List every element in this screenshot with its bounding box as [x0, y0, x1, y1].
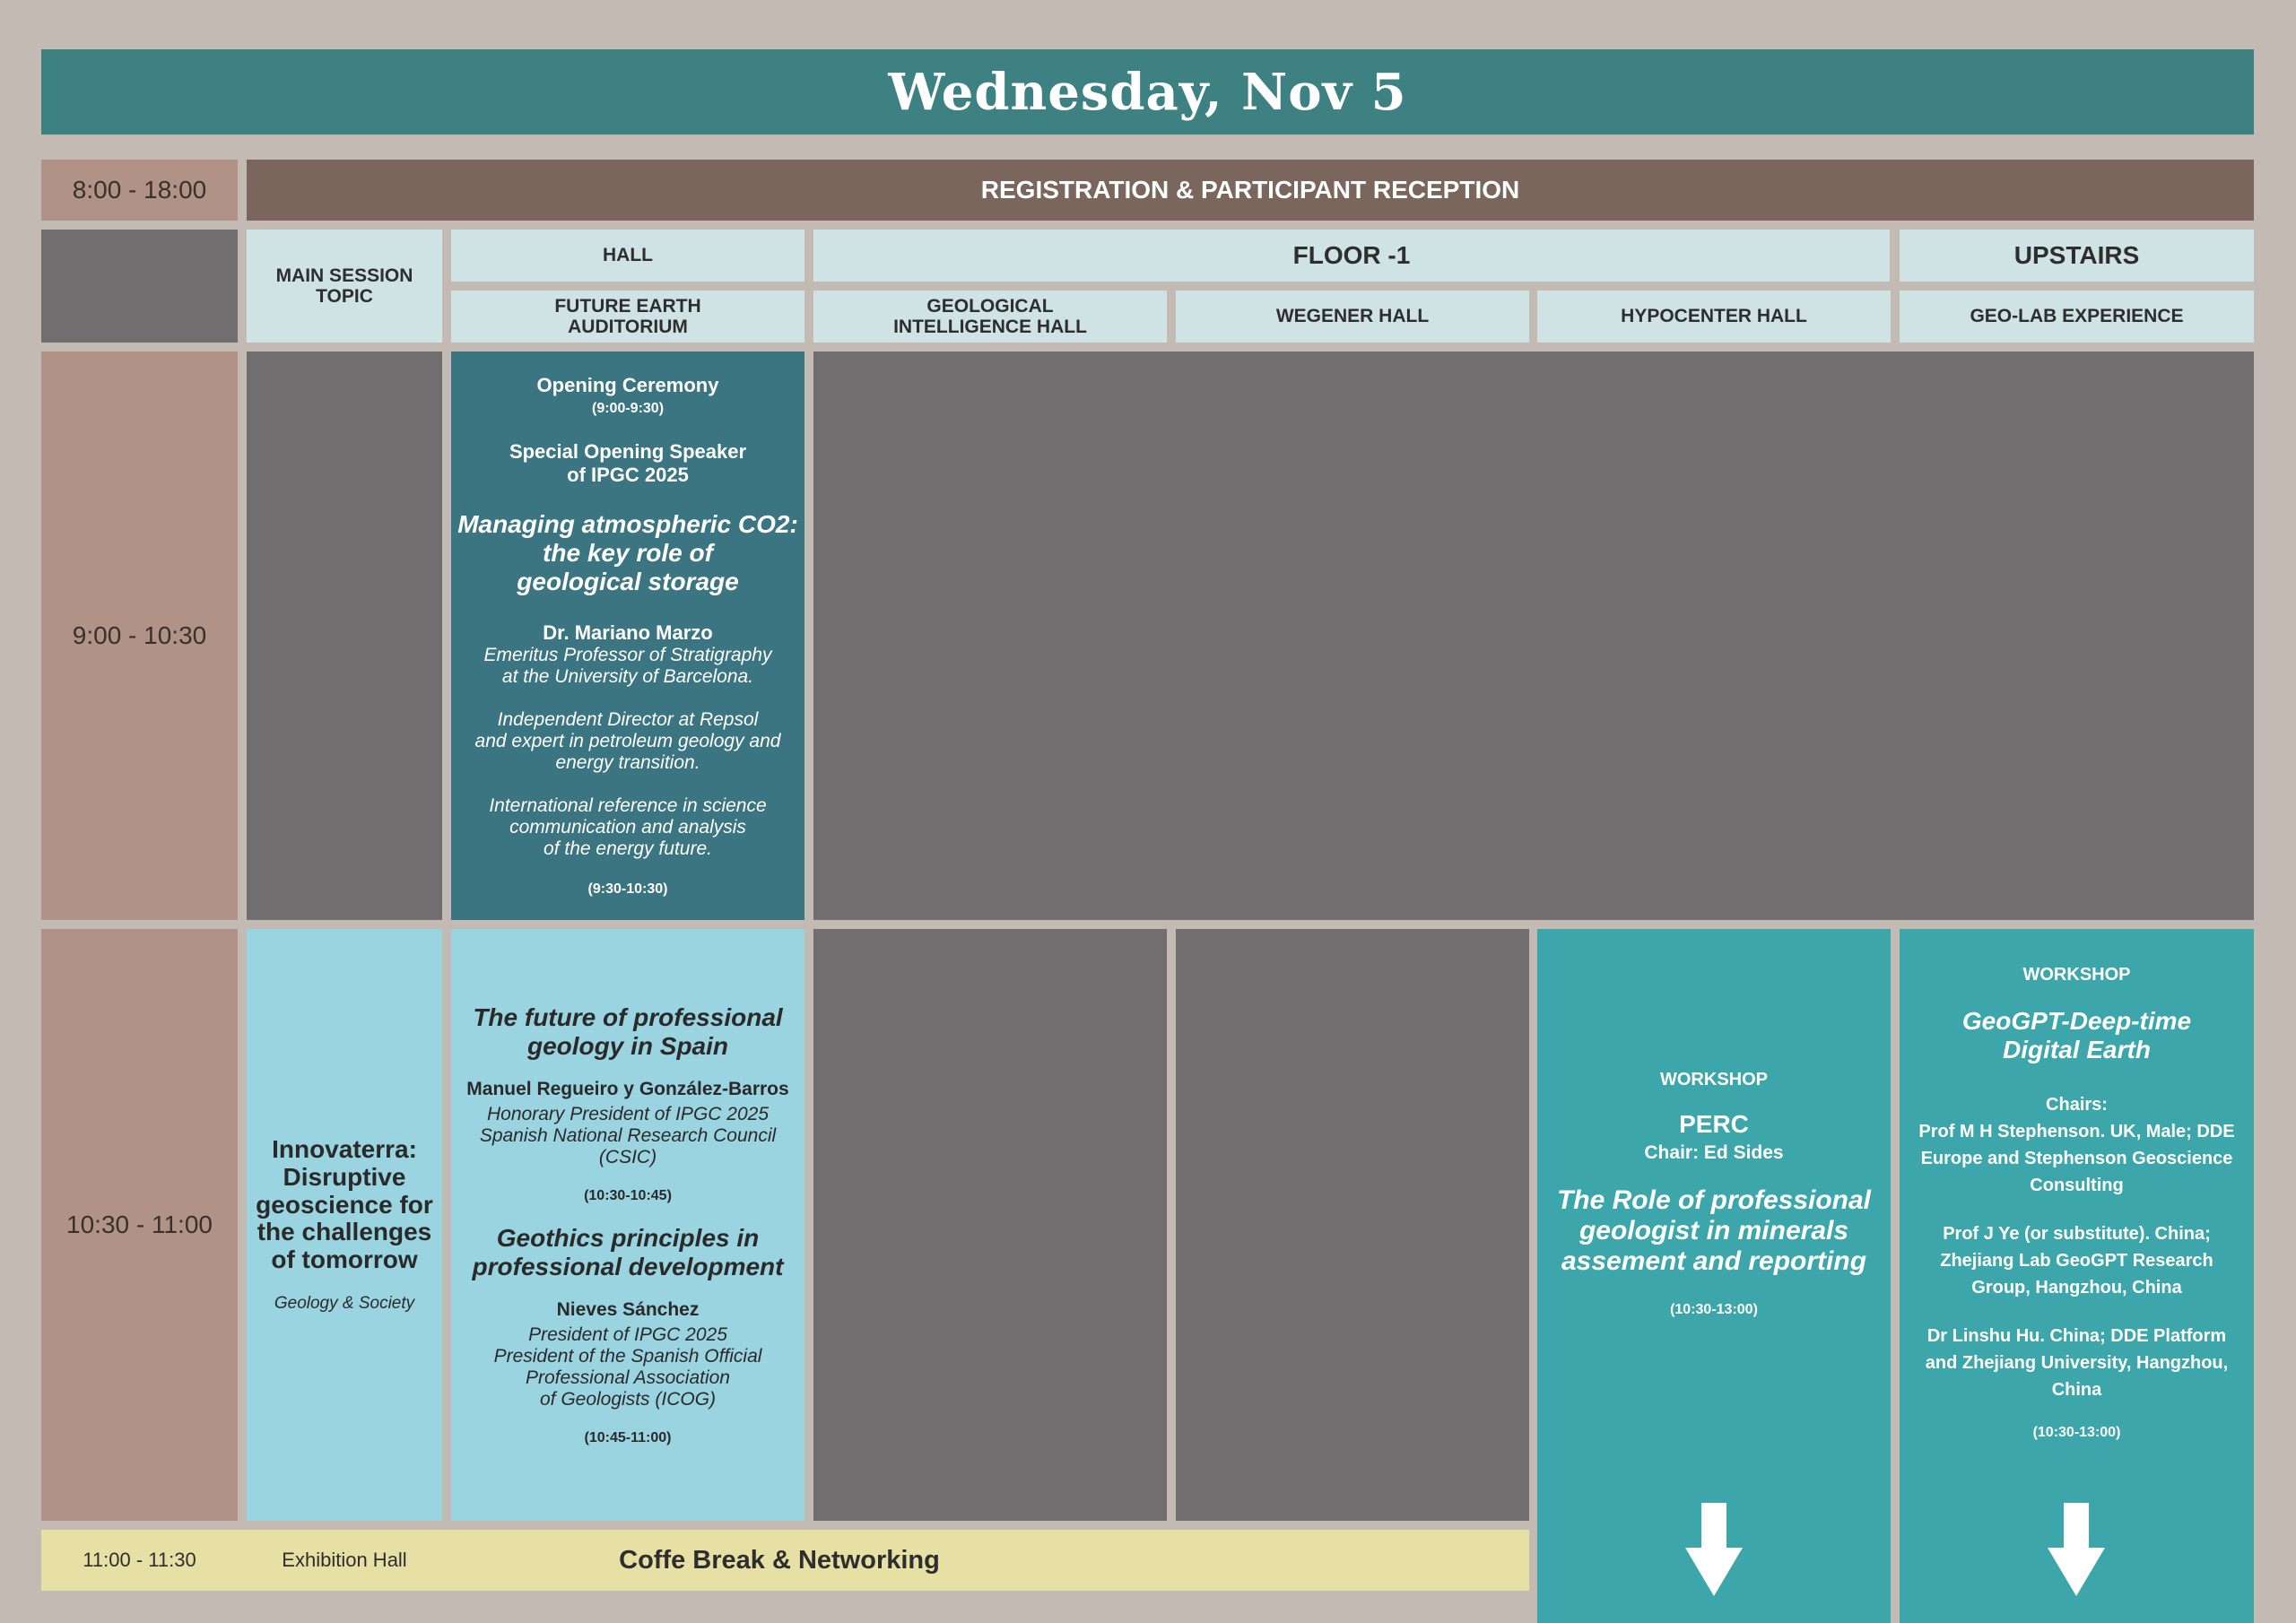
geogpt-chair2-line2: Zhejiang Lab GeoGPT Research	[1940, 1250, 2213, 1271]
topic-line1: Innovaterra:	[272, 1135, 417, 1163]
opening-time: (9:00-9:30)	[591, 401, 665, 416]
continues-arrow-icon	[2048, 1503, 2105, 1596]
keynote-bio-line3: Independent Director at Repsol	[497, 709, 759, 730]
main-session-topic-card: Innovaterra: Disruptive geoscience for t…	[247, 929, 442, 1521]
keynote-bio-line4: and expert in petroleum geology and	[474, 731, 781, 751]
perc-chair: Chair: Ed Sides	[1644, 1141, 1784, 1163]
day-title-bar: Wednesday, Nov 5	[41, 49, 2254, 135]
wegener-empty	[1176, 929, 1529, 1521]
slot1-main-session-empty	[247, 352, 442, 920]
topic-line4: the challenges	[257, 1218, 432, 1246]
keynote-bio-line5: energy transition.	[555, 752, 700, 773]
break-place: Exhibition Hall	[282, 1549, 407, 1571]
perc-label: WORKSHOP	[1660, 1069, 1768, 1089]
keynote-bio-line6: International reference in science	[489, 795, 767, 816]
hall-header: HALL	[451, 230, 804, 282]
topic-subtitle: Geology & Society	[274, 1293, 415, 1313]
geogpt-chair2-line3: Group, Hangzhou, China	[1971, 1277, 2182, 1298]
geogpt-chair1-line2: Europe and Stephenson Geoscience	[1920, 1148, 2233, 1168]
geogpt-chair3-line1: Dr Linshu Hu. China; DDE Platform	[1926, 1325, 2227, 1346]
room-header-hypocenter: HYPOCENTER HALL	[1537, 291, 1891, 343]
talk2-bio-line2: President of the Spanish Official	[493, 1346, 762, 1367]
talk2-bio-line4: of Geologists (ICOG)	[539, 1389, 717, 1410]
talk2-title-line2: professional development	[472, 1253, 784, 1280]
keynote-bio-line1: Emeritus Professor of Stratigraphy	[483, 645, 772, 665]
hall-talks-card: The future of professional geology in Sp…	[451, 929, 804, 1521]
keynote-time: (9:30-10:30)	[587, 881, 668, 897]
talk1-bio-line2: Spanish National Research Council	[479, 1125, 777, 1146]
perc-title-line1: The Role of professional	[1556, 1185, 1872, 1215]
talk1-speaker: Manuel Regueiro y González-Barros	[466, 1079, 789, 1099]
keynote-bio-line2: at the University of Barcelona.	[501, 666, 754, 687]
geogpt-title-line1: GeoGPT-Deep-time	[1961, 1006, 2192, 1035]
slot1-other-rooms-empty	[813, 352, 2254, 920]
geogpt-chair3-line2: and Zhejiang University, Hangzhou,	[1925, 1352, 2229, 1373]
perc-name: PERC	[1679, 1109, 1749, 1138]
geogpt-chair1-line1: Prof M H Stephenson. UK, Male; DDE	[1918, 1121, 2235, 1141]
geogpt-chairs-label: Chairs:	[2046, 1094, 2108, 1115]
continues-arrow-icon	[1685, 1503, 1743, 1596]
talk2-bio-line3: Professional Association	[525, 1367, 730, 1388]
keynote-bio-line8: of the energy future.	[544, 838, 712, 859]
topic-line3: geoscience for	[256, 1190, 433, 1219]
keynote-bio-line7: communication and analysis	[509, 817, 746, 838]
room-header-future-earth: FUTURE EARTH AUDITORIUM	[451, 291, 804, 343]
geogpt-title-line2: Digital Earth	[2003, 1035, 2151, 1063]
talk2-bio-line1: President of IPGC 2025	[528, 1324, 727, 1345]
room-header-geo-lab: GEO-LAB EXPERIENCE	[1900, 291, 2254, 343]
perc-workshop-card: WORKSHOP PERC Chair: Ed Sides The Role o…	[1537, 929, 1891, 1623]
geogpt-chair1-line3: Consulting	[2030, 1175, 2124, 1195]
keynote-speaker: Dr. Mariano Marzo	[543, 621, 713, 644]
geogpt-time: (10:30-13:00)	[2032, 1424, 2121, 1440]
perc-time: (10:30-13:00)	[1670, 1301, 1758, 1317]
talk1-bio-line1: Honorary President of IPGC 2025	[487, 1104, 769, 1124]
keynote-title-line1: Managing atmospheric CO2:	[457, 510, 798, 538]
registration-time: 8:00 - 18:00	[41, 160, 238, 221]
perc-title-line2: geologist in minerals	[1578, 1215, 1849, 1245]
opening-ceremony: Opening Ceremony	[536, 374, 719, 396]
geogpt-chair2-line1: Prof J Ye (or substitute). China;	[1943, 1223, 2211, 1244]
opening-session-card: Opening Ceremony (9:00-9:30) Special Ope…	[451, 352, 804, 920]
floor-header: FLOOR -1	[813, 230, 1890, 282]
registration-banner: REGISTRATION & PARTICIPANT RECEPTION	[247, 160, 2254, 221]
slot1-time: 9:00 - 10:30	[41, 352, 238, 920]
talk2-speaker: Nieves Sánchez	[556, 1299, 700, 1320]
speaker-intro-line2: of IPGC 2025	[567, 464, 689, 486]
talk1-title-line2: geology in Spain	[526, 1032, 728, 1060]
room-header-wegener: WEGENER HALL	[1176, 291, 1529, 343]
topic-line5: of tomorrow	[271, 1245, 418, 1274]
geogpt-workshop-card: WORKSHOP GeoGPT-Deep-time Digital Earth …	[1900, 929, 2254, 1623]
break-label: Coffe Break & Networking	[619, 1545, 940, 1575]
day-title: Wednesday, Nov 5	[888, 62, 1407, 122]
coffee-break-row: 11:00 - 11:30 Exhibition Hall Coffe Brea…	[41, 1530, 1529, 1591]
geogpt-label: WORKSHOP	[2022, 964, 2131, 985]
talk1-time: (10:30-10:45)	[584, 1188, 672, 1203]
geological-intelligence-empty	[813, 929, 1167, 1521]
talk2-title-line1: Geothics principles in	[496, 1224, 760, 1252]
perc-title-line3: assement and reporting	[1561, 1245, 1867, 1276]
keynote-title-line3: geological storage	[517, 568, 739, 595]
header-corner	[41, 230, 238, 343]
speaker-intro-line1: Special Opening Speaker	[509, 440, 747, 463]
geogpt-chair3-line3: China	[2051, 1379, 2102, 1400]
room-header-geological-intelligence: GEOLOGICAL INTELLIGENCE HALL	[813, 291, 1167, 343]
talk1-title-line1: The future of professional	[473, 1003, 783, 1031]
talk2-time: (10:45-11:00)	[584, 1430, 672, 1445]
topic-line2: Disruptive	[283, 1162, 406, 1191]
main-session-header: MAIN SESSION TOPIC	[247, 230, 442, 343]
talk1-bio-line3: (CSIC)	[598, 1147, 657, 1167]
slot2-time: 10:30 - 11:00	[41, 929, 238, 1521]
break-time: 11:00 - 11:30	[83, 1549, 196, 1571]
upstairs-header: UPSTAIRS	[1900, 230, 2254, 282]
keynote-title-line2: the key role of	[543, 539, 713, 567]
